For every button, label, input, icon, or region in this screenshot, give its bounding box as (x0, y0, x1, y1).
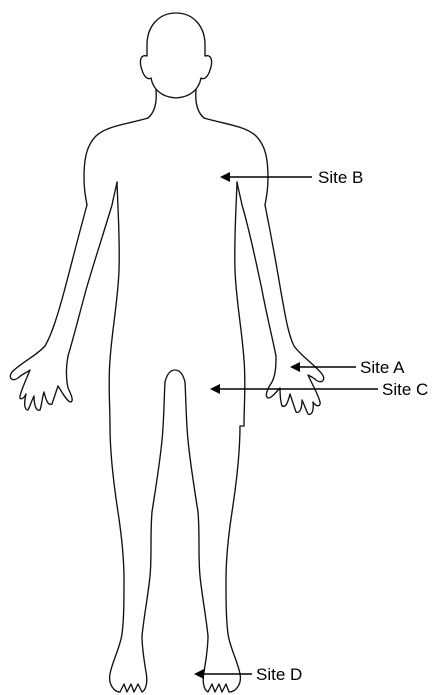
right-arm-inner-outline (237, 182, 276, 356)
left-leg-inner-outline (142, 382, 165, 636)
site-c-arrow-head (210, 384, 220, 394)
left-arm-outer-outline (10, 205, 87, 410)
site-d-label: Site D (256, 665, 302, 684)
neck-right-outline (196, 90, 204, 118)
site-c-label: Site C (382, 380, 428, 399)
left-leg-outer-outline (110, 426, 124, 692)
neck-left-outline (148, 90, 156, 118)
right-leg-inner-outline (185, 382, 208, 636)
crotch-outline (165, 370, 185, 382)
torso-left-outline (84, 118, 148, 205)
site-a-label: Site A (360, 358, 405, 377)
site-b-annotation: Site B (220, 168, 363, 187)
site-b-arrow-head (220, 172, 230, 182)
torso-left-side-outline (109, 182, 119, 426)
head-outline (140, 13, 211, 98)
human-body-outline (10, 13, 323, 692)
left-arm-inner-outline (68, 182, 117, 356)
site-d-arrow-head (194, 669, 204, 679)
right-arm-outer-outline (265, 205, 324, 414)
site-b-label: Site B (318, 168, 363, 187)
site-a-annotation: Site A (290, 358, 405, 377)
right-leg-outer-outline (226, 426, 244, 634)
site-a-arrow-head (290, 362, 300, 372)
site-d-annotation: Site D (194, 665, 302, 684)
right-foot-outline (203, 634, 240, 692)
left-foot-outline (120, 636, 147, 692)
site-c-annotation: Site C (210, 380, 428, 399)
